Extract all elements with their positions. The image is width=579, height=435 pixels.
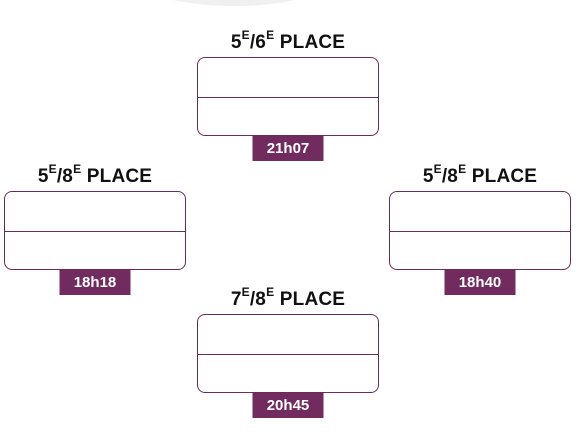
match-title: 5E/8E PLACE <box>37 161 153 187</box>
match-title: 5E/6E PLACE <box>230 27 346 53</box>
match-box <box>197 57 379 136</box>
match-title: 7E/8E PLACE <box>230 284 346 310</box>
decorative-arc <box>118 0 350 6</box>
match-box <box>197 314 379 393</box>
match-time-badge: 20h45 <box>252 393 324 418</box>
team-slot-2[interactable] <box>198 353 378 393</box>
team-slot-1[interactable] <box>198 315 378 354</box>
match-title: 5E/8E PLACE <box>422 161 538 187</box>
match-box <box>389 191 571 270</box>
match-time-badge: 18h40 <box>444 270 516 295</box>
team-slot-2[interactable] <box>390 230 570 270</box>
team-slot-1[interactable] <box>390 192 570 231</box>
team-slot-1[interactable] <box>198 58 378 97</box>
team-slot-1[interactable] <box>5 192 185 231</box>
match-time-badge: 18h18 <box>59 270 131 295</box>
team-slot-2[interactable] <box>5 230 185 270</box>
match-box <box>4 191 186 270</box>
team-slot-2[interactable] <box>198 96 378 136</box>
match-time-badge: 21h07 <box>252 136 324 161</box>
